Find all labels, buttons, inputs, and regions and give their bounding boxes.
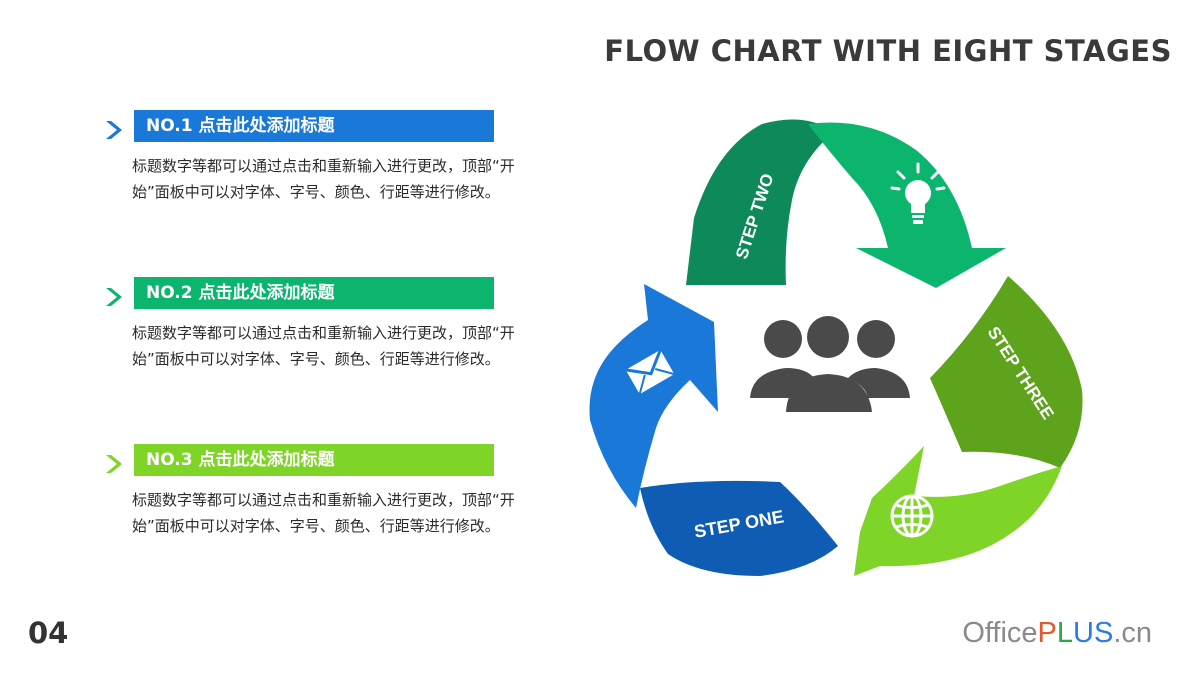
step-three-band (930, 276, 1083, 468)
item-header-3: NO.3 点击此处添加标题 (104, 444, 524, 477)
text-item-2: NO.2 点击此处添加标题 标题数字等都可以通过点击和重新输入进行更改，顶部“开… (104, 277, 524, 372)
item-body-2: 标题数字等都可以通过点击和重新输入进行更改，顶部“开始”面板中可以对字体、字号、… (132, 324, 515, 368)
item-body-1: 标题数字等都可以通过点击和重新输入进行更改，顶部“开始”面板中可以对字体、字号、… (132, 157, 515, 201)
chevron-right-icon (106, 288, 122, 306)
people-group-icon (750, 316, 910, 412)
page-number: 04 (28, 616, 69, 650)
item-heading-1: NO.1 点击此处添加标题 (134, 110, 494, 142)
text-item-3: NO.3 点击此处添加标题 标题数字等都可以通过点击和重新输入进行更改，顶部“开… (104, 444, 524, 539)
item-header-2: NO.2 点击此处添加标题 (104, 277, 524, 310)
brand-logo: OfficePLUS.cn (962, 617, 1152, 649)
item-body-3: 标题数字等都可以通过点击和重新输入进行更改，顶部“开始”面板中可以对字体、字号、… (132, 491, 515, 535)
step-three-arrow (854, 446, 1062, 576)
item-heading-3: NO.3 点击此处添加标题 (134, 444, 494, 476)
mail-icon (625, 349, 675, 395)
globe-icon (890, 494, 934, 538)
step-two-arrow (808, 122, 1006, 288)
chevron-right-icon (106, 455, 122, 473)
item-heading-2: NO.2 点击此处添加标题 (134, 277, 494, 309)
item-header-1: NO.1 点击此处添加标题 (104, 110, 524, 143)
lightbulb-icon (890, 162, 946, 224)
slide-title: FLOW CHART WITH EIGHT STAGES (604, 34, 1172, 68)
text-item-1: NO.1 点击此处添加标题 标题数字等都可以通过点击和重新输入进行更改，顶部“开… (104, 110, 524, 205)
step-one-arrow (589, 284, 718, 508)
step-two-band (686, 119, 834, 285)
step-one-band (640, 480, 838, 576)
chevron-right-icon (106, 121, 122, 139)
